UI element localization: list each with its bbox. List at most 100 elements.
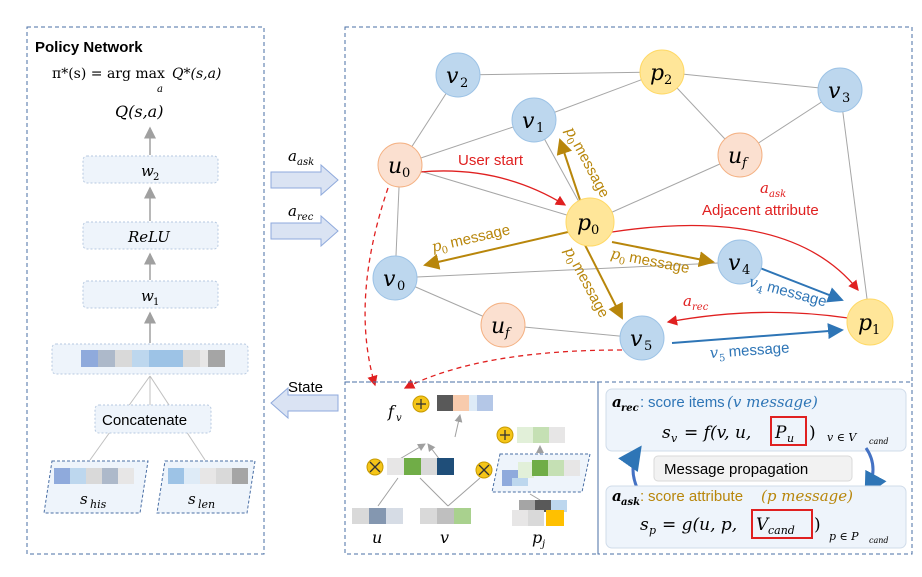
svg-text:= f(v, u,: = f(v, u, — [684, 423, 751, 443]
svg-text:1: 1 — [872, 323, 880, 338]
concatenate-box — [94, 404, 212, 434]
v-vector — [420, 508, 471, 524]
sv-formula: s v = f(v, u, P u ) v ∈ V cand — [662, 416, 889, 446]
svg-text:p: p — [532, 528, 542, 547]
scores-panel — [597, 381, 913, 555]
svg-text:u: u — [388, 154, 402, 179]
svg-text:p: p — [430, 236, 444, 256]
svg-text:f: f — [741, 156, 749, 171]
svg-text:4: 4 — [755, 284, 764, 296]
svg-text:u: u — [728, 144, 742, 169]
svg-text:p: p — [858, 311, 872, 336]
svg-text:P: P — [774, 423, 787, 443]
svg-text:u: u — [491, 314, 505, 339]
v-label: v — [440, 528, 449, 547]
svg-text:v: v — [522, 109, 535, 134]
svg-text:V: V — [756, 515, 770, 535]
relu-label: ReLU — [127, 228, 171, 246]
svg-text:3: 3 — [842, 91, 850, 106]
svg-text:0: 0 — [591, 223, 599, 238]
rec-arrow — [666, 311, 849, 326]
svg-text:v ∈ V: v ∈ V — [827, 431, 857, 444]
p0-message-arrows — [423, 138, 715, 320]
v5-message-label: v 5 message — [709, 339, 790, 364]
v-message-arrows — [671, 267, 844, 344]
svg-text:0: 0 — [397, 279, 405, 294]
svg-text:2: 2 — [460, 76, 468, 91]
svg-text:p: p — [650, 61, 664, 86]
sp-formula: s p = g(u, p, V cand ) p ∈ P cand — [640, 509, 889, 545]
user-start-arrow — [419, 170, 567, 206]
svg-text:message: message — [569, 139, 613, 201]
w1-layer — [82, 280, 219, 309]
pj-vector — [512, 500, 567, 526]
svg-text:): ) — [809, 423, 816, 443]
svg-text:0: 0 — [402, 166, 410, 181]
svg-text:a: a — [760, 179, 769, 197]
relu-layer — [82, 221, 219, 250]
svg-text:score items: score items — [648, 394, 725, 411]
svg-text:4: 4 — [742, 263, 750, 278]
svg-text:rec: rec — [297, 212, 314, 223]
concatenate-label: Concatenate — [102, 412, 187, 429]
svg-text:s: s — [80, 490, 88, 508]
svg-text:len: len — [198, 498, 215, 511]
w2-label: w 2 — [141, 162, 159, 183]
policy-panel — [26, 26, 265, 555]
svg-text:v: v — [446, 64, 459, 89]
rec-score-box — [605, 388, 907, 452]
svg-text::: : — [640, 488, 644, 505]
s-his-label: s his — [80, 490, 107, 511]
svg-text:v: v — [396, 413, 402, 424]
svg-text:v: v — [828, 79, 841, 104]
svg-text:w: w — [141, 162, 154, 180]
state-vector — [81, 350, 225, 367]
svg-text:1: 1 — [536, 121, 544, 136]
a-ask-arrow-label: a ask — [288, 147, 314, 168]
w2-layer — [82, 155, 219, 184]
rec-score-heading: a rec : score items (v message) — [612, 393, 818, 414]
fv-vector — [437, 395, 493, 411]
p0-message-label-left: p 0 message — [430, 221, 512, 256]
svg-text:(p message): (p message) — [761, 487, 853, 505]
state-dashed-arrow-1 — [364, 187, 389, 387]
svg-text:message: message — [628, 249, 691, 277]
svg-text:w: w — [141, 287, 154, 305]
ask-arrow — [611, 224, 859, 292]
svg-text:0: 0 — [563, 136, 576, 147]
propagation-box — [653, 455, 853, 482]
svg-text:v: v — [630, 327, 643, 352]
a-rec-arrow — [270, 214, 339, 248]
svg-text:his: his — [90, 498, 107, 511]
ask-score-box — [605, 485, 907, 549]
svg-text:(v message): (v message) — [727, 393, 818, 411]
attribute-stack — [502, 460, 580, 486]
svg-text:a: a — [288, 147, 297, 165]
svg-text:message: message — [728, 339, 790, 360]
svg-text:v: v — [383, 267, 396, 292]
propagation-label: Message propagation — [664, 461, 808, 478]
svg-text:π*(s) = arg max: π*(s) = arg max — [52, 66, 165, 82]
svg-text:a: a — [612, 393, 622, 411]
svg-text:v: v — [671, 432, 678, 445]
svg-text:p: p — [609, 244, 622, 264]
state-dashed-arrow-2 — [403, 349, 623, 389]
svg-text:ask: ask — [769, 189, 786, 200]
svg-text:s: s — [188, 490, 196, 508]
svg-text:s: s — [662, 423, 671, 443]
svg-text::: : — [640, 394, 644, 411]
svg-text:): ) — [814, 515, 821, 535]
svg-text:= g(u, p,: = g(u, p, — [662, 515, 737, 535]
times-icon-left — [366, 458, 384, 476]
times-icon-right — [475, 461, 493, 479]
svg-text:rec: rec — [621, 403, 639, 414]
